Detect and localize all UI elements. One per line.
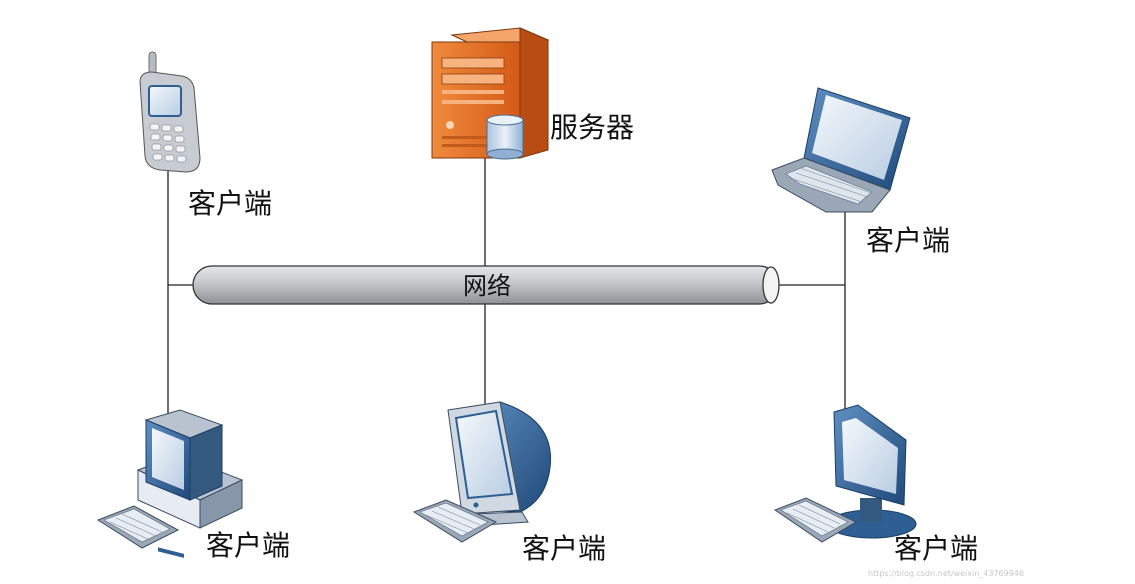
flat-panel-monitor-icon bbox=[773, 404, 917, 543]
laptop-icon bbox=[771, 87, 911, 213]
crt-monitor-icon bbox=[412, 401, 552, 543]
mobile-phone-icon bbox=[139, 51, 201, 173]
client-label-laptop: 客户端 bbox=[866, 224, 950, 257]
server-icon bbox=[431, 27, 550, 159]
client-label-desktop: 客户端 bbox=[206, 529, 290, 562]
database-cylinder-icon bbox=[486, 114, 524, 160]
network-pipe: 网络 bbox=[192, 265, 780, 305]
server-label: 服务器 bbox=[550, 111, 634, 144]
network-label: 网络 bbox=[463, 272, 511, 300]
client-label-phone: 客户端 bbox=[188, 187, 272, 220]
desktop-computer-icon bbox=[96, 409, 244, 558]
pipe-end-cap bbox=[762, 266, 780, 304]
watermark: https://blog.csdn.net/weixin_43769946 bbox=[868, 569, 1024, 578]
client-label-flat-monitor: 客户端 bbox=[894, 532, 978, 565]
client-label-crt-monitor: 客户端 bbox=[522, 532, 606, 565]
